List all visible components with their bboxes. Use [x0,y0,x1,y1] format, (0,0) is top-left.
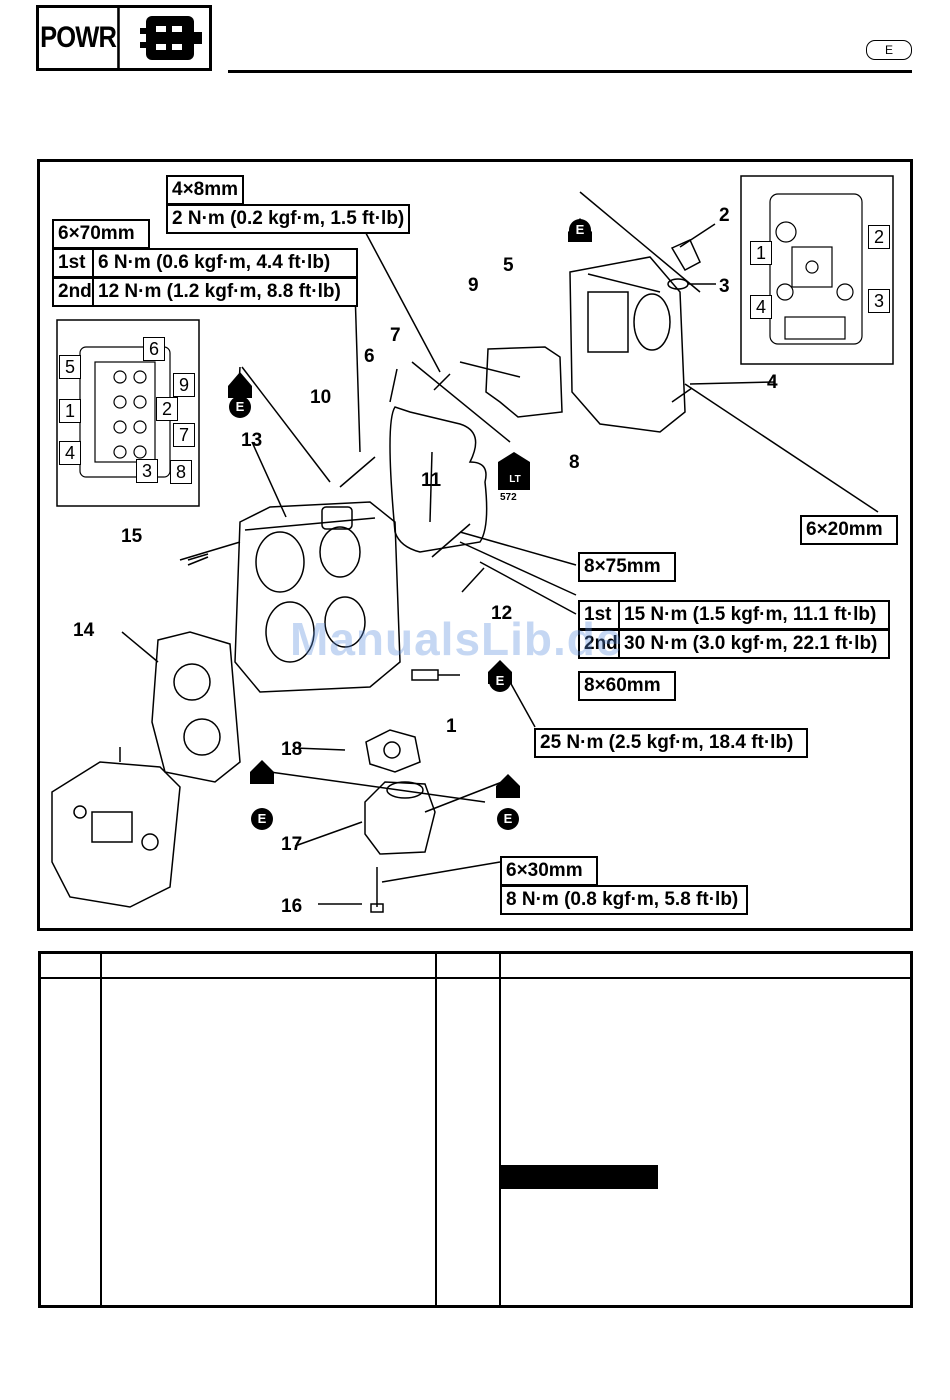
grease-icon: E [497,808,519,830]
table-header-rule [41,977,910,979]
sequence-right-3: 3 [868,289,890,313]
callout-5: 5 [503,255,514,276]
spec-bolt-6x30: 6×30mm [500,856,598,886]
locktite-number: 572 [500,492,517,503]
callout-6: 6 [364,346,375,367]
callout-15: 15 [121,526,143,547]
table-column-divider [100,954,102,1306]
table-column-divider [435,954,437,1306]
grease-icon: E [229,396,251,418]
grease-icon: E [251,808,273,830]
sequence-left-3: 3 [136,459,158,483]
locktite-icon: LT [502,470,528,490]
spec-bolt-8x60: 8×60mm [578,671,676,701]
callout-1: 1 [446,716,457,737]
sequence-left-7: 7 [173,423,195,447]
callout-18: 18 [281,739,303,760]
spec-torque-30nm: 30 N·m (3.0 kgf·m, 22.1 ft·lb) [618,629,890,659]
callout-11: 11 [421,470,442,491]
exploded-diagram-frame [37,159,913,931]
sequence-right-2: 2 [868,225,890,249]
sequence-right-1: 1 [750,241,772,265]
spec-torque-15nm: 15 N·m (1.5 kgf·m, 11.1 ft·lb) [618,600,890,630]
section-code: POWR [39,8,120,68]
callout-3: 3 [719,276,730,297]
sequence-left-2: 2 [156,397,178,421]
step1-label: 1st [52,248,94,278]
table-column-divider [499,954,501,1306]
callout-10: 10 [310,387,332,408]
sequence-left-6: 6 [143,337,165,361]
callout-16: 16 [281,896,303,917]
redacted-heading-bar [500,1165,658,1189]
spec-bolt-6x70: 6×70mm [52,219,150,249]
grease-icon: E [489,670,511,692]
spec-torque-6nm: 6 N·m (0.6 kgf·m, 4.4 ft·lb) [92,248,358,278]
callout-14: 14 [73,620,95,641]
sequence-left-4: 4 [59,441,81,465]
callout-8: 8 [569,452,580,473]
section-header: POWR [36,5,212,71]
spec-torque-8nm: 8 N·m (0.8 kgf·m, 5.8 ft·lb) [500,885,748,915]
spec-bolt-4x8: 4×8mm [166,175,245,205]
callout-17: 17 [281,834,303,855]
spec-torque-25nm: 25 N·m (2.5 kgf·m, 18.4 ft·lb) [534,728,808,758]
spec-torque-12nm: 12 N·m (1.2 kgf·m, 8.8 ft·lb) [92,277,358,307]
parts-table [38,951,913,1308]
header-rule [228,70,912,73]
watermark: ManualsLib.de [290,613,623,665]
callout-7: 7 [390,325,401,346]
spec-bolt-6x20: 6×20mm [800,515,898,545]
power-unit-icon [134,8,209,68]
sequence-left-8: 8 [170,460,192,484]
sequence-left-5: 5 [59,355,81,379]
callout-9: 9 [468,275,479,296]
callout-12: 12 [491,603,513,624]
sequence-left-9: 9 [173,373,195,397]
step2-label: 2nd [52,277,94,307]
spec-torque-2nm: 2 N·m (0.2 kgf·m, 1.5 ft·lb) [166,204,411,234]
step2-label: 2nd [578,629,620,659]
spec-bolt-8x75: 8×75mm [578,552,676,582]
callout-13: 13 [241,430,263,451]
language-badge: E [866,40,912,60]
callout-4: 4 [767,372,778,393]
sequence-right-4: 4 [750,295,772,319]
sequence-left-1: 1 [59,399,81,423]
callout-2: 2 [719,205,730,226]
grease-icon: E [569,219,591,241]
